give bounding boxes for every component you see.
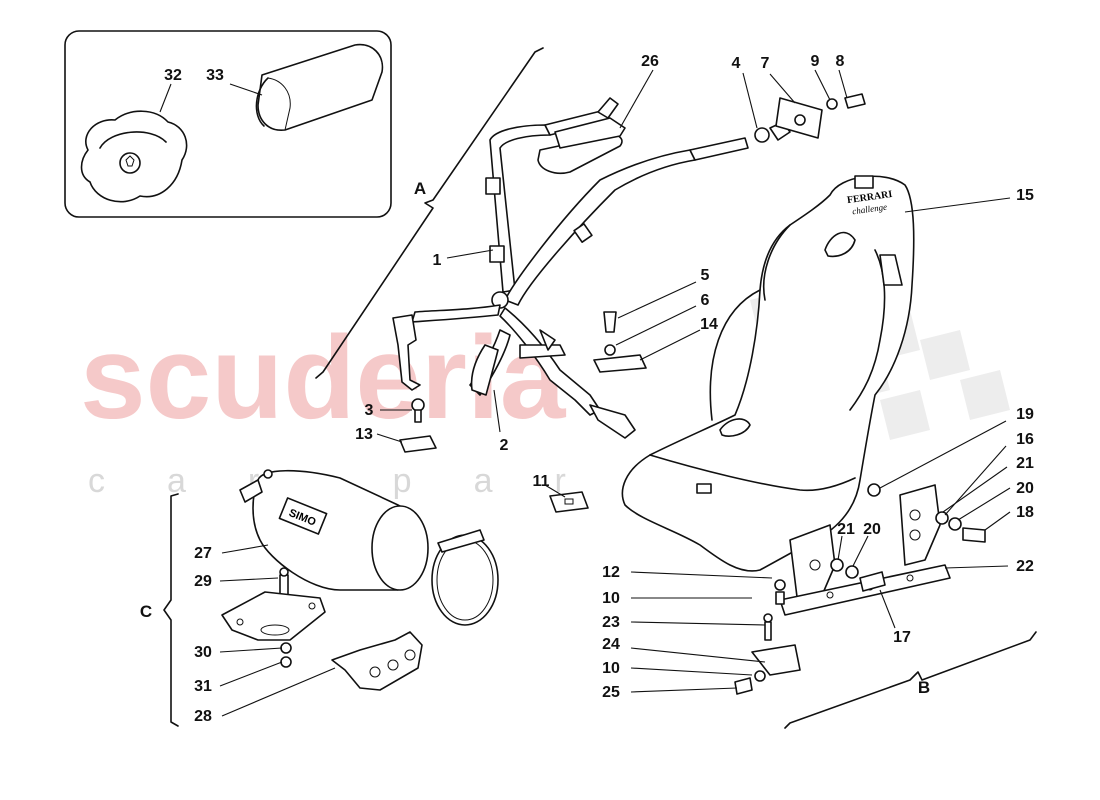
label-20-right: 20 (1016, 480, 1034, 497)
label-3: 3 (365, 402, 374, 419)
group-a-bracket: A (315, 47, 544, 379)
leader-lines (219, 69, 1011, 717)
label-20-left: 20 (863, 521, 881, 538)
label-1: 1 (433, 252, 442, 269)
label-8: 8 (836, 53, 845, 70)
label-22: 22 (1016, 558, 1034, 575)
label-14: 14 (700, 316, 718, 333)
extinguisher-bracket-parts (221, 567, 423, 691)
label-11: 11 (533, 473, 550, 490)
label-9: 9 (811, 53, 820, 70)
label-27: 27 (194, 545, 212, 562)
inset-panel: 32 33 (64, 30, 392, 218)
label-18: 18 (1016, 504, 1034, 521)
label-32: 32 (164, 67, 182, 84)
group-a-label: A (414, 179, 426, 198)
label-21-left: 21 (837, 521, 855, 538)
label-10-lower: 10 (602, 660, 620, 677)
label-4: 4 (732, 55, 741, 72)
knee-pad-part (255, 43, 384, 131)
label-31: 31 (194, 678, 212, 695)
floor-anchor-parts (399, 311, 647, 513)
group-c-bracket: C (140, 493, 179, 727)
label-13: 13 (355, 426, 373, 443)
label-28: 28 (194, 708, 212, 725)
label-33: 33 (206, 67, 224, 84)
seat-rail-parts (734, 483, 986, 695)
label-7: 7 (761, 55, 770, 72)
label-21-right: 21 (1016, 455, 1034, 472)
fire-extinguisher-part: SIMO (239, 469, 499, 626)
label-17: 17 (893, 629, 911, 646)
watermark-brand: scuderia (80, 312, 567, 444)
label-5: 5 (701, 267, 710, 284)
label-23: 23 (602, 614, 620, 631)
label-29: 29 (194, 573, 212, 590)
label-12: 12 (602, 564, 620, 581)
racing-seat-part: FERRARI challenge (621, 175, 915, 572)
racing-harness-part (392, 97, 749, 439)
label-19: 19 (1016, 406, 1034, 423)
part-labels: 1 2 3 4 5 6 7 8 9 10 10 11 12 13 14 15 1… (194, 53, 1034, 725)
label-25: 25 (602, 684, 620, 701)
label-6: 6 (701, 292, 710, 309)
label-10-upper: 10 (602, 590, 620, 607)
label-24: 24 (602, 636, 620, 653)
group-c-label: C (140, 602, 152, 621)
label-30: 30 (194, 644, 212, 661)
label-26: 26 (641, 53, 659, 70)
group-b-label: B (918, 678, 930, 697)
airbag-cover-part (80, 110, 188, 203)
watermark-tagline: car parts (88, 462, 778, 500)
label-16: 16 (1016, 431, 1034, 448)
seat-model-text: challenge (852, 202, 888, 217)
label-15: 15 (1016, 187, 1034, 204)
label-2: 2 (500, 437, 509, 454)
harness-anchor-parts (754, 93, 866, 143)
group-b-bracket: B (784, 631, 1037, 729)
